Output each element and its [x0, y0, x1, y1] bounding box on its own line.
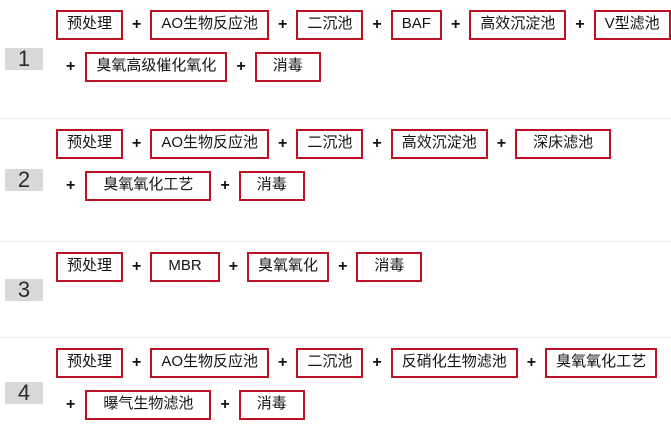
process-step-box[interactable]: AO生物反应池: [150, 129, 270, 159]
process-step-box[interactable]: 臭氧氧化: [247, 252, 330, 282]
plus-operator: +: [228, 257, 239, 275]
process-step-box[interactable]: V型滤池: [593, 10, 671, 40]
process-step-box[interactable]: 臭氧高级催化氧化: [85, 51, 228, 82]
process-flow-line: 预处理 + AO生物反应池 + 二沉池 + 反硝化生物滤池 + 臭氧氧化工艺: [56, 348, 667, 378]
process-step-box[interactable]: 消毒: [238, 389, 305, 420]
plus-operator: +: [372, 134, 382, 152]
plus-operator: +: [66, 176, 76, 194]
process-flow-line: + 曝气生物滤池 + 消毒: [56, 389, 667, 420]
process-flow-line: 预处理 + AO生物反应池 + 二沉池 + BAF + 高效沉淀池 + V型滤池: [56, 10, 671, 40]
table-row: 1 预处理 + AO生物反应池 + 二沉池 + BAF + 高效沉淀池 + V型…: [0, 0, 671, 118]
process-step-box[interactable]: 二沉池: [296, 129, 364, 159]
process-step-box[interactable]: 臭氧氧化工艺: [545, 348, 658, 378]
process-step-box[interactable]: 反硝化生物滤池: [390, 348, 518, 378]
plus-operator: +: [450, 15, 461, 33]
plus-operator: +: [66, 57, 76, 75]
table-row: 4 预处理 + AO生物反应池 + 二沉池 + 反硝化生物滤池 + 臭氧氧化工艺…: [0, 338, 671, 448]
plus-operator: +: [220, 176, 230, 194]
table-row: 2 预处理 + AO生物反应池 + 二沉池 + 高效沉淀池 + 深床滤池 + 臭…: [0, 119, 671, 241]
process-flow-line: + 臭氧高级催化氧化 + 消毒: [56, 51, 671, 82]
process-step-box[interactable]: 预处理: [56, 10, 124, 40]
row-index-cell: 4: [0, 338, 48, 448]
plus-operator: +: [278, 15, 288, 33]
process-step-box[interactable]: 二沉池: [296, 348, 364, 378]
plus-operator: +: [132, 15, 142, 33]
process-flow-line: 预处理 + AO生物反应池 + 二沉池 + 高效沉淀池 + 深床滤池: [56, 129, 667, 159]
process-flow-line: 预处理 + MBR + 臭氧氧化 + 消毒: [56, 252, 667, 282]
row-divider: [0, 337, 671, 338]
process-flow-cell: 预处理 + AO生物反应池 + 二沉池 + 高效沉淀池 + 深床滤池 + 臭氧氧…: [48, 119, 671, 241]
plus-operator: +: [372, 15, 382, 33]
row-index-badge: 4: [5, 382, 43, 404]
process-step-box[interactable]: 预处理: [56, 129, 124, 159]
plus-operator: +: [236, 57, 246, 75]
plus-operator: +: [132, 257, 142, 275]
process-flow-cell: 预处理 + AO生物反应池 + 二沉池 + BAF + 高效沉淀池 + V型滤池…: [48, 0, 671, 118]
process-step-box[interactable]: 消毒: [254, 51, 321, 82]
process-step-box[interactable]: 预处理: [56, 252, 124, 282]
process-step-box[interactable]: 消毒: [238, 170, 305, 201]
plus-operator: +: [372, 353, 382, 371]
plus-operator: +: [278, 134, 288, 152]
process-step-box[interactable]: 高效沉淀池: [390, 129, 488, 159]
row-divider: [0, 118, 671, 119]
plus-operator: +: [132, 134, 142, 152]
process-step-box[interactable]: AO生物反应池: [150, 348, 270, 378]
table-row: 3 预处理 + MBR + 臭氧氧化 + 消毒: [0, 242, 671, 337]
process-flow-cell: 预处理 + AO生物反应池 + 二沉池 + 反硝化生物滤池 + 臭氧氧化工艺 +…: [48, 338, 671, 448]
plus-operator: +: [66, 395, 76, 413]
process-step-box[interactable]: AO生物反应池: [150, 10, 270, 40]
process-step-box[interactable]: 预处理: [56, 348, 124, 378]
plus-operator: +: [132, 353, 142, 371]
process-step-box[interactable]: 高效沉淀池: [469, 10, 567, 40]
plus-operator: +: [496, 134, 507, 152]
row-index-badge: 1: [5, 48, 43, 70]
process-step-box[interactable]: BAF: [390, 10, 442, 40]
row-divider: [0, 241, 671, 242]
row-index-cell: 1: [0, 0, 48, 118]
row-index-cell: 3: [0, 242, 48, 337]
process-flow-line: + 臭氧氧化工艺 + 消毒: [56, 170, 667, 201]
plus-operator: +: [278, 353, 288, 371]
row-index-badge: 3: [5, 278, 43, 301]
process-step-box[interactable]: 消毒: [356, 252, 423, 282]
process-flow-cell: 预处理 + MBR + 臭氧氧化 + 消毒: [48, 242, 671, 337]
plus-operator: +: [220, 395, 230, 413]
plus-operator: +: [338, 257, 348, 275]
plus-operator: +: [526, 353, 537, 371]
row-index-cell: 2: [0, 119, 48, 241]
row-index-badge: 2: [5, 169, 43, 191]
process-step-box[interactable]: 二沉池: [296, 10, 364, 40]
plus-operator: +: [575, 15, 585, 33]
process-step-box[interactable]: 臭氧氧化工艺: [85, 170, 212, 201]
process-step-box[interactable]: 深床滤池: [515, 129, 612, 159]
process-step-box[interactable]: 曝气生物滤池: [85, 389, 212, 420]
process-step-box[interactable]: MBR: [150, 252, 220, 282]
